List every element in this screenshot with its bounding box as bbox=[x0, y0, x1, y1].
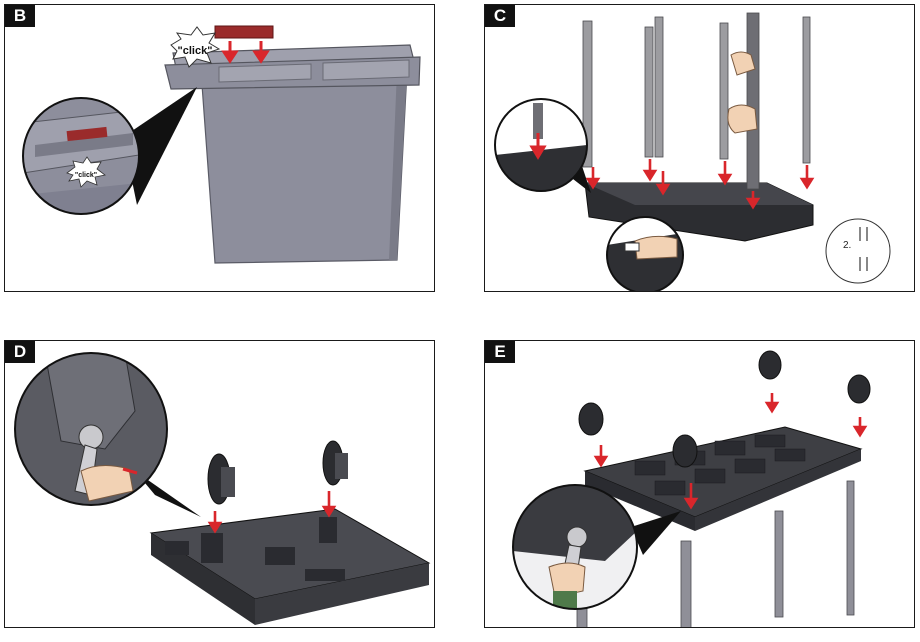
zoom-detail-c-left bbox=[495, 99, 587, 191]
casters-base-illustration bbox=[14, 352, 431, 625]
step-label-d: D bbox=[5, 341, 35, 363]
zoom-detail-c-bottom bbox=[607, 217, 683, 291]
casters-table-illustration bbox=[512, 350, 871, 627]
legs-insert-illustration: 2. bbox=[494, 12, 891, 291]
zoom-detail-e bbox=[513, 485, 637, 609]
step-label-c: C bbox=[485, 5, 515, 27]
click-callout-text: "click" bbox=[178, 45, 213, 57]
step-label-b: B bbox=[5, 5, 35, 27]
step-label-e: E bbox=[485, 341, 515, 363]
panel-e: E bbox=[484, 340, 915, 628]
panel-d: D bbox=[4, 340, 435, 628]
zoom-detail-d bbox=[15, 353, 167, 505]
panel-c: C bbox=[484, 4, 915, 292]
bin-snap-illustration: "click" "click" bbox=[22, 25, 421, 264]
zoom-click-text: "click" bbox=[75, 172, 97, 179]
parts-count-text: 2. bbox=[843, 240, 851, 251]
panel-b: B "click" "click" bbox=[4, 4, 435, 292]
zoom-detail-b: "click" bbox=[23, 98, 139, 214]
